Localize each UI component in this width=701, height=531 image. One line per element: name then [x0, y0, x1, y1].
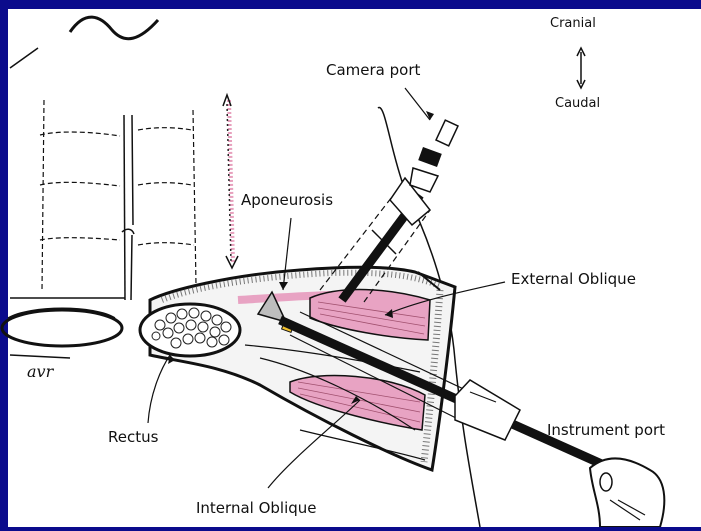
aponeurosis-label: Aponeurosis — [241, 191, 333, 209]
caudal-label: Caudal — [555, 96, 600, 111]
linea-alba-left — [124, 115, 125, 300]
instrument-port-label: Instrument port — [547, 421, 665, 439]
artist-signature: avr — [27, 362, 53, 381]
camera-port-label: Camera port — [326, 61, 420, 79]
internal-oblique-label: Internal Oblique — [196, 499, 317, 517]
external-oblique-label: External Oblique — [511, 270, 636, 288]
cranial-label: Cranial — [550, 16, 596, 31]
rectus-label: Rectus — [108, 428, 158, 446]
